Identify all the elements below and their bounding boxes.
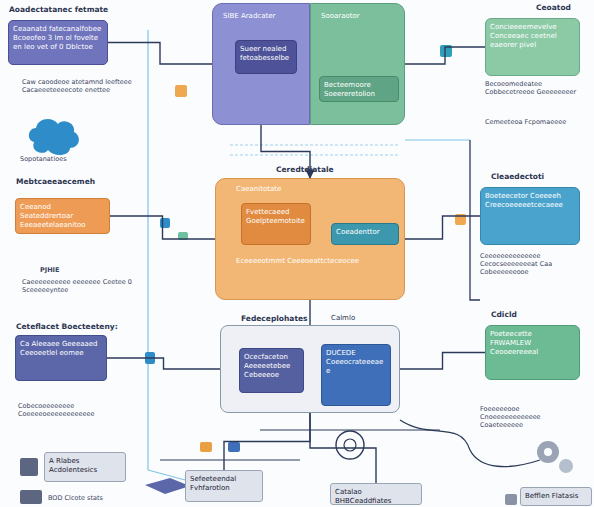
box-text: DUCEDE Coeeocrateeeaee: [326, 349, 386, 375]
box-heading: Ceredtdiatale: [276, 165, 376, 174]
box-text: Coeadenttor: [336, 228, 394, 237]
process-box: Befflen Flatasis: [520, 487, 592, 506]
connector: [309, 300, 310, 325]
box-text: Sueer nealed fetoabesselbe: [240, 45, 292, 63]
connector: [400, 353, 485, 370]
box-heading: Cleaedectoti: [491, 172, 581, 181]
inner-box: Coeadenttor: [331, 223, 399, 245]
process-box: Ceteflacet Boecteeteny:Ca Aleeaee Geeeaa…: [15, 335, 107, 381]
inner-box: Ocecfaceton Aeeeeetebee Cebeeeoe: [239, 348, 304, 393]
icon: [505, 494, 517, 505]
annotation-text: PJHIE: [40, 266, 100, 274]
inner-box: Becteemoore Soeereretolion: [319, 76, 399, 102]
annotation-text: Cobecoeeeeeeee Coeeeeoeeeeeeeeeeee: [18, 402, 128, 418]
process-box: Sefeeteendal Fvhfarotlon: [185, 470, 263, 502]
icon: [200, 442, 212, 452]
annotation-text: Caw caoodeoe atetamnd leefteee Cacaeeete…: [22, 78, 137, 94]
annotation-text: Ceeeeeeeeeeeeee Cecocseeeeeeeat Caa Cobe…: [480, 252, 580, 276]
box-text: Sooaraotor: [321, 12, 396, 21]
cloud-icon: [29, 119, 79, 155]
icon: [160, 218, 170, 228]
box-heading: Mebtcaeeaecemeh: [16, 177, 126, 186]
gear-icon: [559, 459, 573, 473]
connector: [310, 413, 376, 483]
box-heading: Ceoatod: [536, 3, 594, 12]
connector: [108, 43, 212, 65]
process-box: CdicldPoeteecette FRWAMLEW Ceooeereeeal: [485, 325, 580, 380]
process-box: Aoadectatanec fetmateCeaanatd fatecanalf…: [8, 20, 108, 65]
annotation-text: Sopotanatioes: [20, 155, 110, 163]
connector: [405, 216, 480, 239]
process-box: FedeceplohatesCalmloOcecfaceton Aeeeeete…: [220, 325, 400, 413]
connector: [405, 47, 485, 64]
icon: [228, 442, 240, 452]
server-icon: [20, 490, 42, 504]
process-box: CeredtdiataleCaeanitotateEceeeeotmmt Cee…: [215, 178, 405, 300]
ring-icon: [336, 431, 364, 459]
box-text: Fvettecaeed Goelpteemotoite: [246, 208, 306, 226]
wire: [160, 459, 300, 460]
box-text: Caeanitotate: [236, 185, 336, 194]
inner-box: Sueer nealed fetoabesselbe: [235, 40, 297, 74]
box-text: Ceaanatd fatecanalfobee Bcoeofeo 3 lm ol…: [13, 25, 103, 51]
inner-box: Fvettecaeed Goelpteemotoite: [241, 203, 311, 245]
process-box: SooaraotorBecteemoore Soeereretolion: [310, 3, 405, 125]
box-heading: Ceteflacet Boecteeteny:: [16, 322, 146, 331]
annotation-text: Caeeeeeeeeee eeeeeee Ceetee 0 Sceeeeeynt…: [22, 278, 132, 294]
stack-icon: [145, 478, 190, 494]
inner-box: DUCEDE Coeeocrateeeaee: [321, 344, 391, 406]
box-heading: Fedeceplohates: [241, 314, 331, 323]
annotation-text: Cemeeteoa Fcpomaeeee: [485, 118, 580, 126]
connector: [261, 125, 310, 178]
box-text: SIBE Aradcater: [223, 12, 303, 21]
box-heading: Cdicld: [491, 310, 581, 319]
process-box: SIBE AradcaterSueer nealed fetoabesselbe: [212, 3, 310, 125]
box-text: Befflen Flatasis: [525, 492, 587, 501]
wire: [230, 155, 400, 156]
annotation-text: BOD Clcote stats: [48, 494, 138, 502]
box-text: Catalao BHBCeaddfiates: [335, 488, 417, 506]
server-icon: [20, 458, 38, 476]
icon: [455, 214, 466, 225]
box-text: Ca Aleeaee Geeeaaed Ceeoeetlel eomee: [20, 340, 102, 358]
box-text: Eceeeeotmmt Ceeeoeattcteceocee: [236, 257, 386, 266]
box-text: A Rlabes Acdolentesics: [49, 457, 121, 475]
box-heading: Aoadectatanec fetmate: [9, 5, 139, 14]
icon: [178, 232, 188, 240]
wire: [470, 140, 480, 300]
wire: [147, 30, 148, 470]
gear-icon: [537, 441, 559, 463]
box-text: Boeteecetor Coeeeeh Creecoeeeeetcecaeee: [485, 192, 575, 210]
connector: [224, 413, 310, 470]
wire: [230, 145, 400, 146]
box-text: Becteemoore Soeereretolion: [324, 81, 394, 99]
process-box: A Rlabes Acdolentesics: [44, 452, 126, 482]
wire: [148, 470, 185, 480]
box-text: Sefeeteendal Fvhfarotlon: [190, 475, 258, 493]
box-text: Concieeeemevelve Conceeaec ceetnel eaeor…: [490, 23, 575, 49]
icon: [145, 352, 155, 364]
annotation-text: Becoeomedeatee Cobbecetreeoe Geeeeeeeer: [485, 80, 580, 96]
process-box: Catalao BHBCeaddfiates: [330, 483, 422, 505]
icon: [440, 45, 452, 57]
wire: [405, 140, 470, 141]
connector: [107, 358, 220, 369]
process-box: CleaedectotiBoeteecetor Coeeeeh Creecoee…: [480, 187, 580, 245]
box-text: Calmlo: [331, 314, 391, 323]
box-text: Ceeanod Seateddrertoar Eeeaeetelaeanitoo: [20, 203, 105, 229]
connector: [110, 216, 215, 239]
annotation-text: Foeeeeeooe Cnoeeeeeeeeeeee Coaeteeeeee: [480, 405, 580, 429]
box-text: Poeteecette FRWAMLEW Ceooeereeeal: [490, 330, 575, 356]
process-box: CeoatodConcieeeemevelve Conceeaec ceetne…: [485, 18, 580, 76]
box-text: Ocecfaceton Aeeeeetebee Cebeeeoe: [244, 353, 299, 379]
ring-icon: [344, 439, 356, 451]
icon: [175, 85, 187, 97]
gear-icon: [544, 448, 552, 456]
process-box: MebtcaeeaecemehCeeanod Seateddrertoar Ee…: [15, 198, 110, 234]
